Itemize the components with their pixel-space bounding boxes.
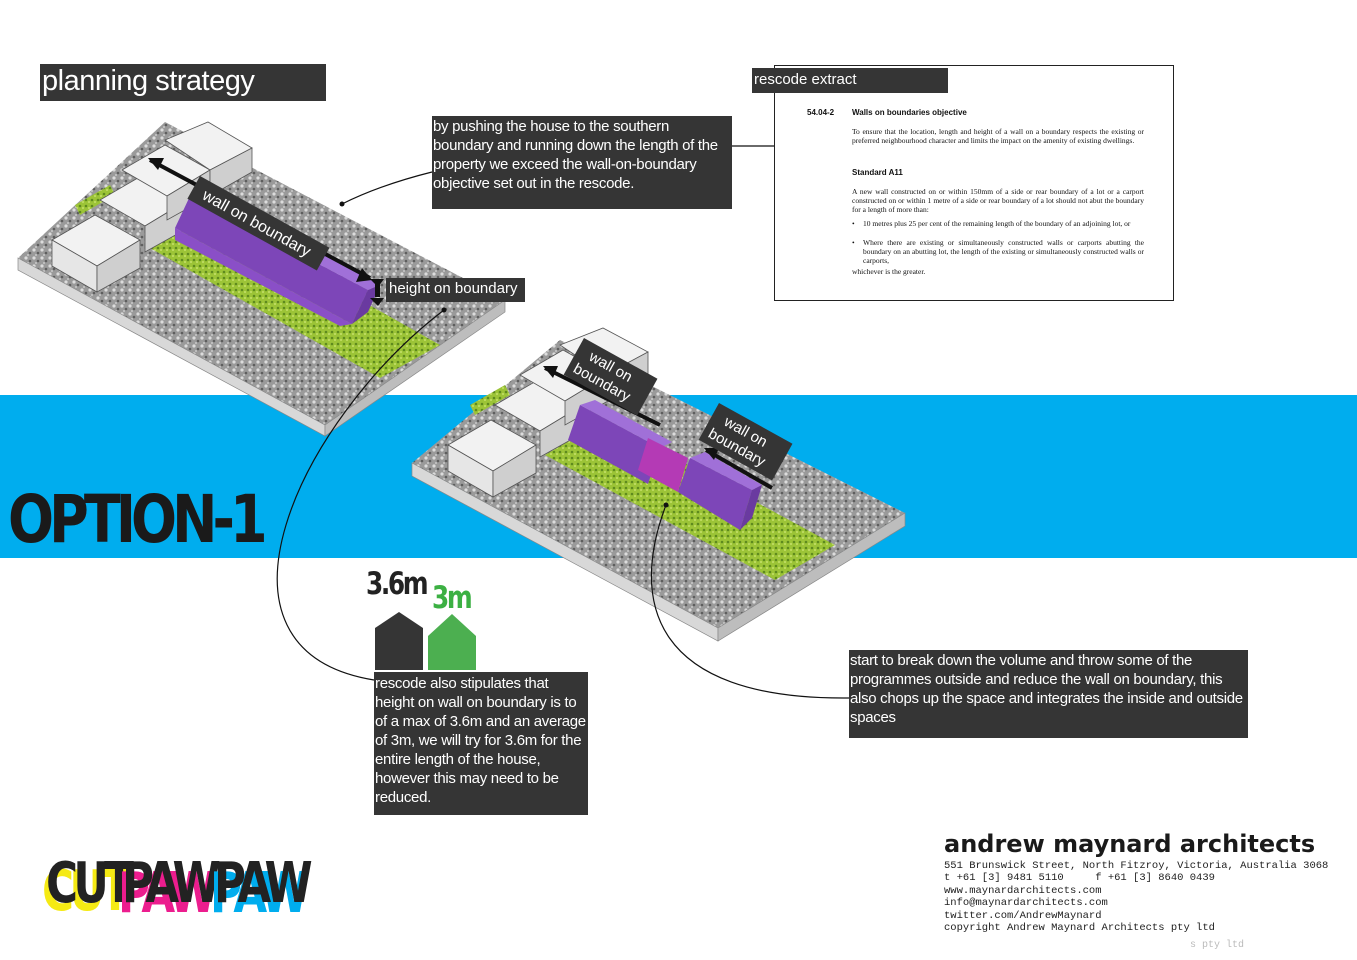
firm-name: andrew maynard architects — [944, 830, 1316, 858]
average-height-house-icon — [428, 614, 476, 670]
firm-email-link[interactable]: info@maynardarchitects.com — [944, 897, 1108, 910]
rescode-closing: whichever is the greater. — [852, 267, 926, 276]
rescode-extract-panel: 54.04-2 Walls on boundaries objective To… — [774, 65, 1174, 301]
option-label: OPTION-1 — [8, 481, 268, 558]
leader-line-3 — [650, 504, 850, 699]
rescode-standard: Standard A11 — [852, 168, 903, 177]
note-break-down: start to break down the volume and throw… — [849, 650, 1248, 738]
rescode-heading: Walls on boundaries objective — [852, 108, 967, 117]
firm-address: 551 Brunswick Street, North Fitzroy, Vic… — [944, 860, 1329, 872]
rescode-bullet-2: Where there are existing or simultaneous… — [863, 238, 1144, 265]
firm-web-link[interactable]: www.maynardarchitects.com — [944, 884, 1102, 897]
leader-line-1 — [341, 171, 433, 205]
page-title: planning strategy — [40, 64, 326, 101]
max-height-house-icon — [375, 612, 423, 670]
average-height-label: 3m — [432, 580, 473, 616]
firm-phone: t +61 [3] 9481 5110 f +61 [3] 8640 0439 — [944, 872, 1215, 885]
note-height-stipulation: rescode also stipulates that height on w… — [374, 672, 588, 815]
rescode-extract-label: rescode extract — [752, 68, 948, 93]
firm-contact: 551 Brunswick Street, North Fitzroy, Vic… — [944, 860, 1328, 934]
site-diagram-1 — [17, 121, 506, 437]
site-diagram-2 — [411, 327, 906, 642]
ghost-text: s pty ltd — [1190, 940, 1245, 951]
cutpawpaw-logo: CUT CUT PAW PAW PAW PAW — [42, 851, 313, 926]
max-height-label: 3.6m — [366, 566, 429, 602]
note-push-house: by pushing the house to the southern bou… — [432, 116, 732, 209]
rescode-standard-text: A new wall constructed on or within 150m… — [852, 187, 1144, 214]
firm-twitter-link[interactable]: twitter.com/AndrewMaynard — [944, 909, 1102, 922]
house-volume-2 — [568, 400, 762, 530]
firm-copyright: copyright Andrew Maynard Architects pty … — [944, 922, 1215, 935]
rescode-clause: 54.04-2 — [807, 108, 835, 117]
leader-line-2 — [276, 309, 445, 681]
height-on-boundary-label: height on boundary — [386, 278, 525, 302]
rescode-bullet-1: 10 metres plus 25 per cent of the remain… — [863, 219, 1131, 228]
rescode-objective: To ensure that the location, length and … — [852, 127, 1144, 145]
